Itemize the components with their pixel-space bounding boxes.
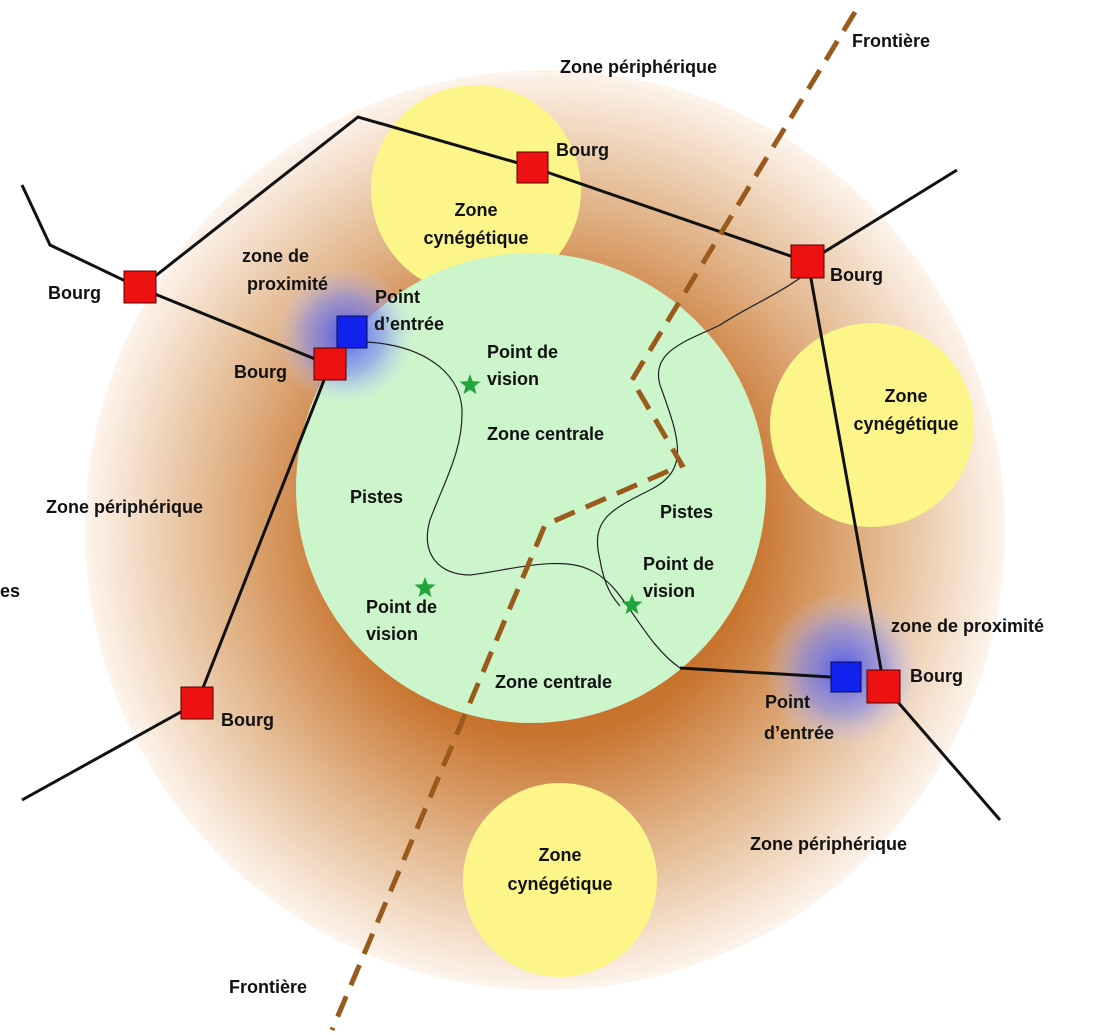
point-entree-label-right-2: d’entrée xyxy=(764,723,834,743)
frontiere-line xyxy=(329,10,858,1031)
bourg-left-marker xyxy=(123,270,157,304)
zone-proximite-label-left-2: proximité xyxy=(247,274,328,294)
zone-peripherique-label-bottom: Zone périphérique xyxy=(750,834,907,854)
zone-cynegetique-label-top-2: cynégétique xyxy=(423,228,528,248)
zone-peripherique-label-left: Zone périphérique xyxy=(46,497,203,517)
point-entree-label-right-1: Point xyxy=(765,692,810,712)
bourg-bottom-left-marker xyxy=(180,686,214,720)
zone-cynegetique-label-bottom-1: Zone xyxy=(539,845,582,865)
point-vision-label-left-1: Point de xyxy=(366,597,437,617)
zone-cynegetique-label-right-1: Zone xyxy=(885,386,928,406)
bourg-label-left: Bourg xyxy=(48,283,101,303)
point-entree-label-left-2: d’entrée xyxy=(374,314,444,334)
bourg-bottom-right-marker xyxy=(866,669,901,704)
point-vision-label-top-2: vision xyxy=(487,369,539,389)
bourg-right-top-marker xyxy=(790,244,825,279)
point-entree-right-marker xyxy=(830,661,862,693)
bourg-top-marker xyxy=(516,151,549,184)
bourg-label-bottom-left: Bourg xyxy=(221,710,274,730)
bourg-label-bottom-right: Bourg xyxy=(910,666,963,686)
point-entree-label-left-1: Point xyxy=(375,287,420,307)
zone-proximite-label-right: zone de proximité xyxy=(891,616,1044,636)
zone-proximite-label-left-1: zone de xyxy=(242,246,309,266)
point-vision-label-top-1: Point de xyxy=(487,342,558,362)
frontiere-label-bottom: Frontière xyxy=(229,977,307,997)
point-vision-label-left-2: vision xyxy=(366,624,418,644)
zone-centrale-label-lower: Zone centrale xyxy=(495,672,612,692)
bourg-label-top: Bourg xyxy=(556,140,609,160)
bourg-left-entry-marker xyxy=(313,347,347,381)
pistes-label-left: Pistes xyxy=(350,487,403,507)
cropped-edge-text: es xyxy=(0,581,20,601)
zone-cynegetique-right-circle xyxy=(770,323,974,527)
point-vision-star-top xyxy=(459,374,481,395)
zone-cynegetique-top-circle xyxy=(371,85,581,295)
pistes-label-right: Pistes xyxy=(660,502,713,522)
zone-cynegetique-bottom-circle xyxy=(463,783,657,977)
point-vision-star-left xyxy=(414,577,436,598)
zone-cynegetique-label-bottom-2: cynégétique xyxy=(507,874,612,894)
zone-cynegetique-label-top-1: Zone xyxy=(455,200,498,220)
bourg-label-left-entry: Bourg xyxy=(234,362,287,382)
zone-peripherique-label-top: Zone périphérique xyxy=(560,57,717,77)
frontiere-label-top: Frontière xyxy=(852,31,930,51)
zone-centrale-circle xyxy=(296,253,766,723)
point-entree-left-marker xyxy=(336,315,368,349)
zone-centrale-label-upper: Zone centrale xyxy=(487,424,604,444)
bourg-label-right-top: Bourg xyxy=(830,265,883,285)
point-vision-star-right xyxy=(621,594,643,615)
point-vision-label-right-1: Point de xyxy=(643,554,714,574)
zone-cynegetique-label-right-2: cynégétique xyxy=(853,414,958,434)
point-vision-label-right-2: vision xyxy=(643,581,695,601)
